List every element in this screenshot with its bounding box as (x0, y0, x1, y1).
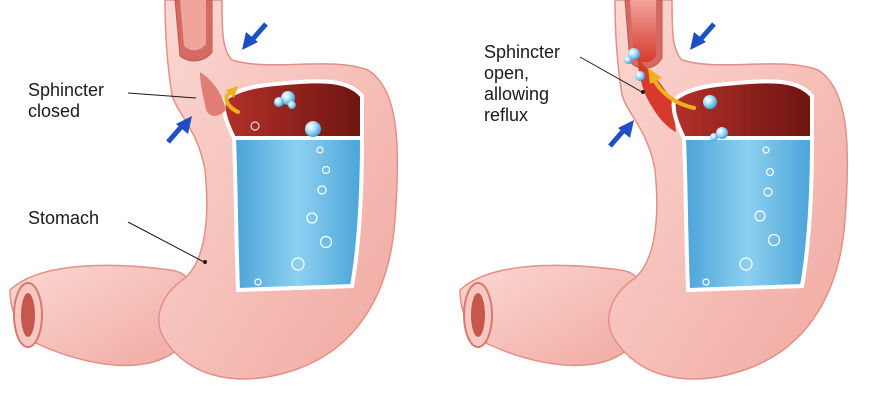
bubble-icon (716, 127, 728, 139)
bubble-icon (635, 71, 645, 81)
right-sphincter-label-line: Sphincter (484, 42, 561, 62)
pressure-arrow-icon (608, 120, 634, 148)
right-sphincter-label: Sphincter open, allowing reflux (484, 42, 560, 126)
bubble-icon (305, 121, 321, 137)
right-stomach-diagram (459, 0, 849, 380)
bubble-icon (274, 97, 284, 107)
stomach-label: Stomach (28, 208, 99, 229)
pressure-arrow-icon (166, 116, 192, 144)
reflux-arrow-icon (648, 68, 696, 110)
reflux-arrow-icon (224, 86, 240, 114)
pressure-arrow-icon (242, 22, 268, 50)
sphincter-leader-line (579, 56, 643, 93)
sphincter-leader-line (127, 92, 197, 99)
bubble-icon (624, 56, 632, 64)
right-sphincter-label-line: open, (484, 63, 530, 83)
bubble-icon (703, 95, 717, 109)
pressure-arrow-icon (690, 22, 716, 50)
bubble-icon (628, 48, 640, 60)
left-sphincter-label-line: Sphincter (28, 80, 105, 100)
stomach-leader-line (127, 221, 205, 263)
right-sphincter-label-line: allowing (484, 84, 550, 104)
left-sphincter-label-line: closed (28, 101, 81, 121)
bubble-icon (710, 133, 718, 141)
left-stomach-diagram (9, 0, 399, 380)
right-sphincter-label-line: reflux (484, 105, 529, 125)
left-sphincter-label: Sphincter closed (28, 80, 104, 122)
stomach-label-text: Stomach (28, 208, 100, 228)
bubble-icon (288, 101, 296, 109)
